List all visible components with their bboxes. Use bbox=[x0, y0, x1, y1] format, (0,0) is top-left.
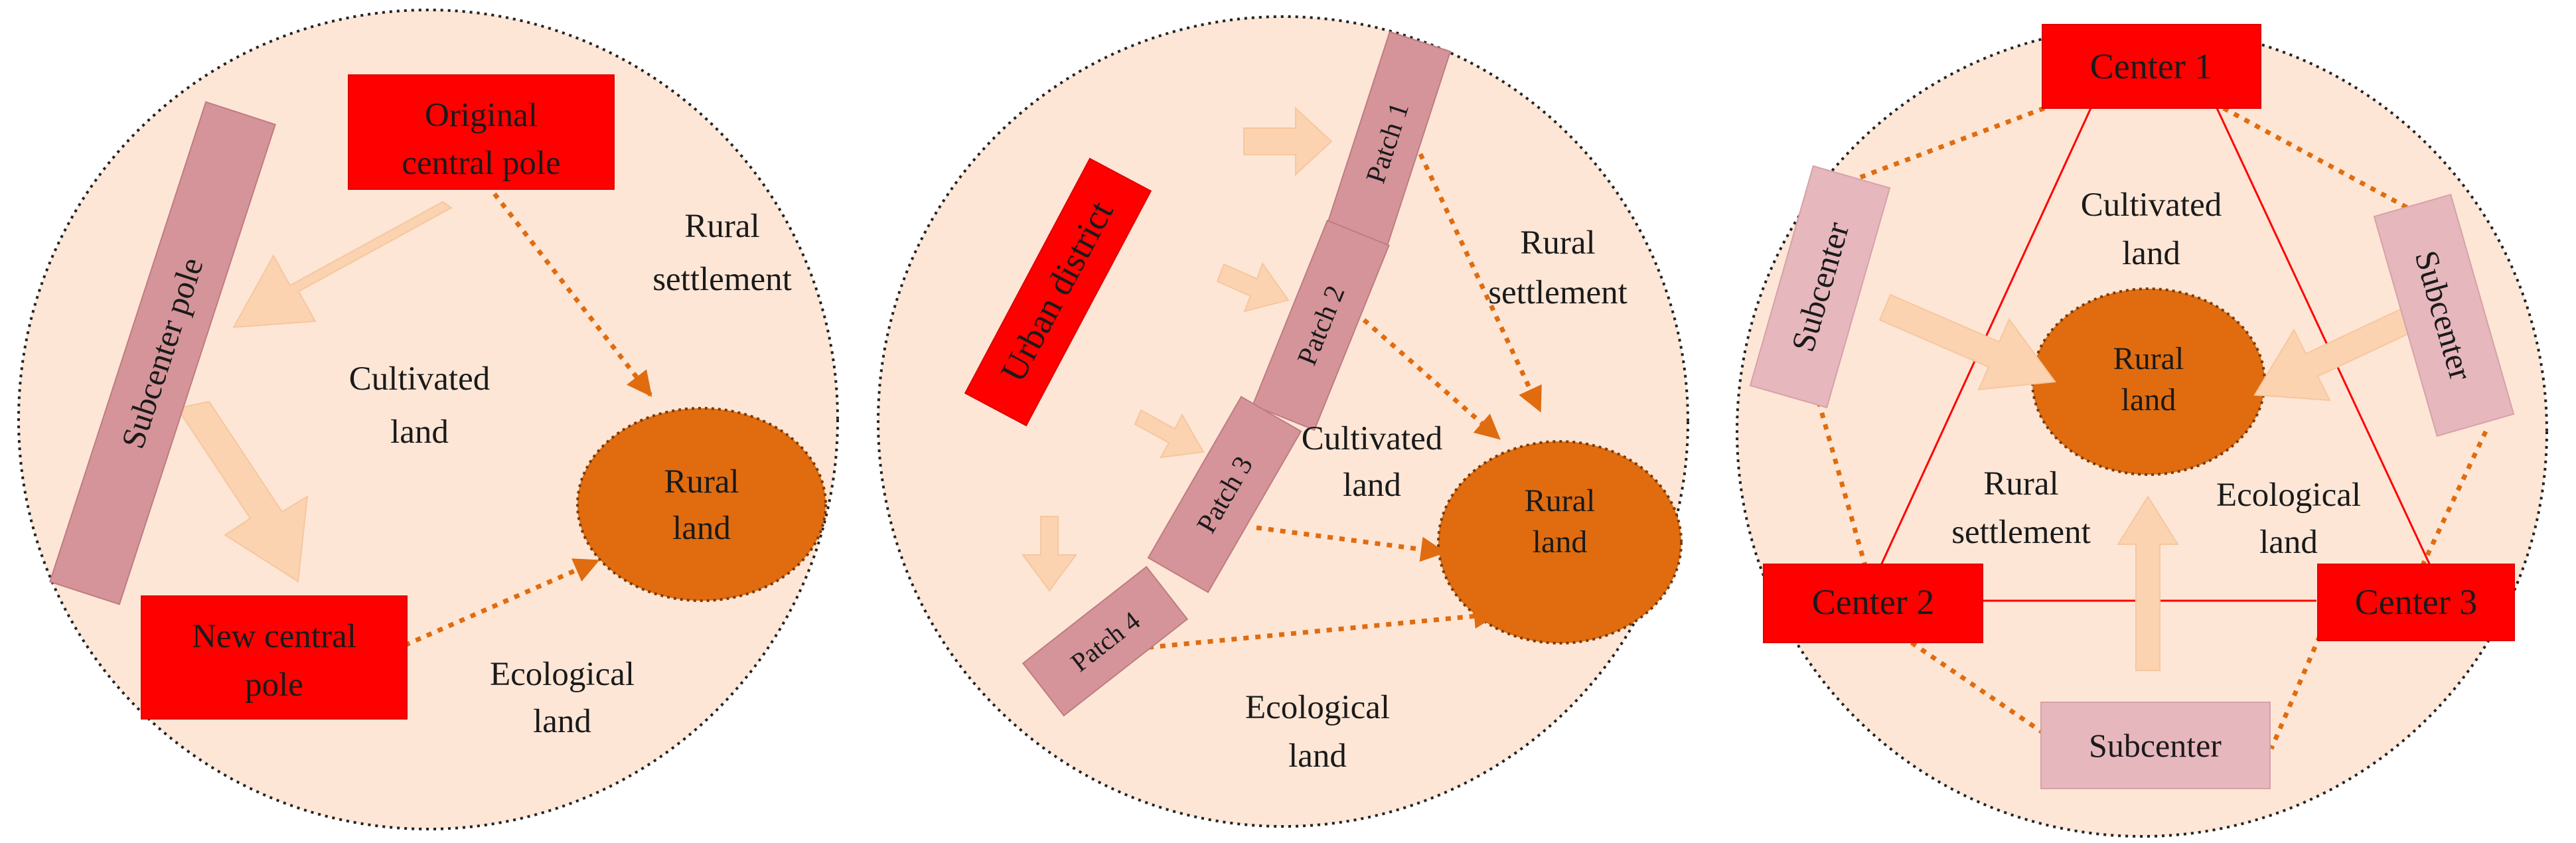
panel-3: Center 1 Center 2 Center 3 Subcenter Sub… bbox=[1736, 24, 2548, 838]
hexagon-connectors bbox=[1809, 106, 2488, 750]
center2-label: Center 2 bbox=[1812, 582, 1934, 622]
triangle-line-c1-c3 bbox=[2216, 108, 2434, 572]
subcenter-bottom-box bbox=[2040, 702, 2271, 789]
p3-arrow-right-subcenter-to-rural bbox=[2253, 305, 2421, 402]
patch1-box: Patch 1 bbox=[1323, 31, 1452, 255]
p3-arrow-bottom-subcenter-to-rural bbox=[2117, 495, 2179, 671]
patch2-box: Patch 2 bbox=[1252, 219, 1390, 431]
p2-arrow-to-patch1 bbox=[1243, 106, 1333, 177]
subcenter-right-box: Subcenter bbox=[2373, 193, 2515, 437]
subcenter-bottom-label: Subcenter bbox=[2089, 727, 2222, 764]
center3-box bbox=[2317, 564, 2515, 641]
center2-box bbox=[1763, 564, 1983, 643]
p1-arrow-subcenter-to-new bbox=[176, 400, 309, 583]
original-central-pole-box bbox=[348, 74, 615, 190]
new-central-pole-box bbox=[141, 595, 408, 720]
panel-3-rural-land bbox=[2031, 287, 2266, 476]
p2-arrow-to-patch2 bbox=[1216, 262, 1290, 313]
center1-box bbox=[2042, 24, 2261, 109]
p2-connector-patch4 bbox=[1136, 603, 1499, 651]
panel-2-rural-land bbox=[1437, 440, 1683, 645]
panel-2: Urban district Patch 1 Patch 2 Patch 3 P… bbox=[877, 15, 1689, 828]
p2-connector-patch3 bbox=[1256, 525, 1446, 562]
p1-arrow-original-to-subcenter bbox=[232, 200, 453, 329]
p2-arrow-to-patch4 bbox=[1022, 516, 1077, 592]
center3-label: Center 3 bbox=[2355, 582, 2477, 622]
panel-1-rural-land bbox=[576, 407, 827, 602]
patch3-box: Patch 3 bbox=[1147, 396, 1302, 593]
center1-label: Center 1 bbox=[2090, 46, 2212, 86]
p3-arrow-left-subcenter-to-rural bbox=[1878, 293, 2056, 391]
subcenter-left-box: Subcenter bbox=[1749, 165, 1891, 409]
p2-arrow-to-patch3 bbox=[1134, 409, 1205, 459]
subcenter-pole-box: Subcenter pole bbox=[49, 101, 276, 605]
